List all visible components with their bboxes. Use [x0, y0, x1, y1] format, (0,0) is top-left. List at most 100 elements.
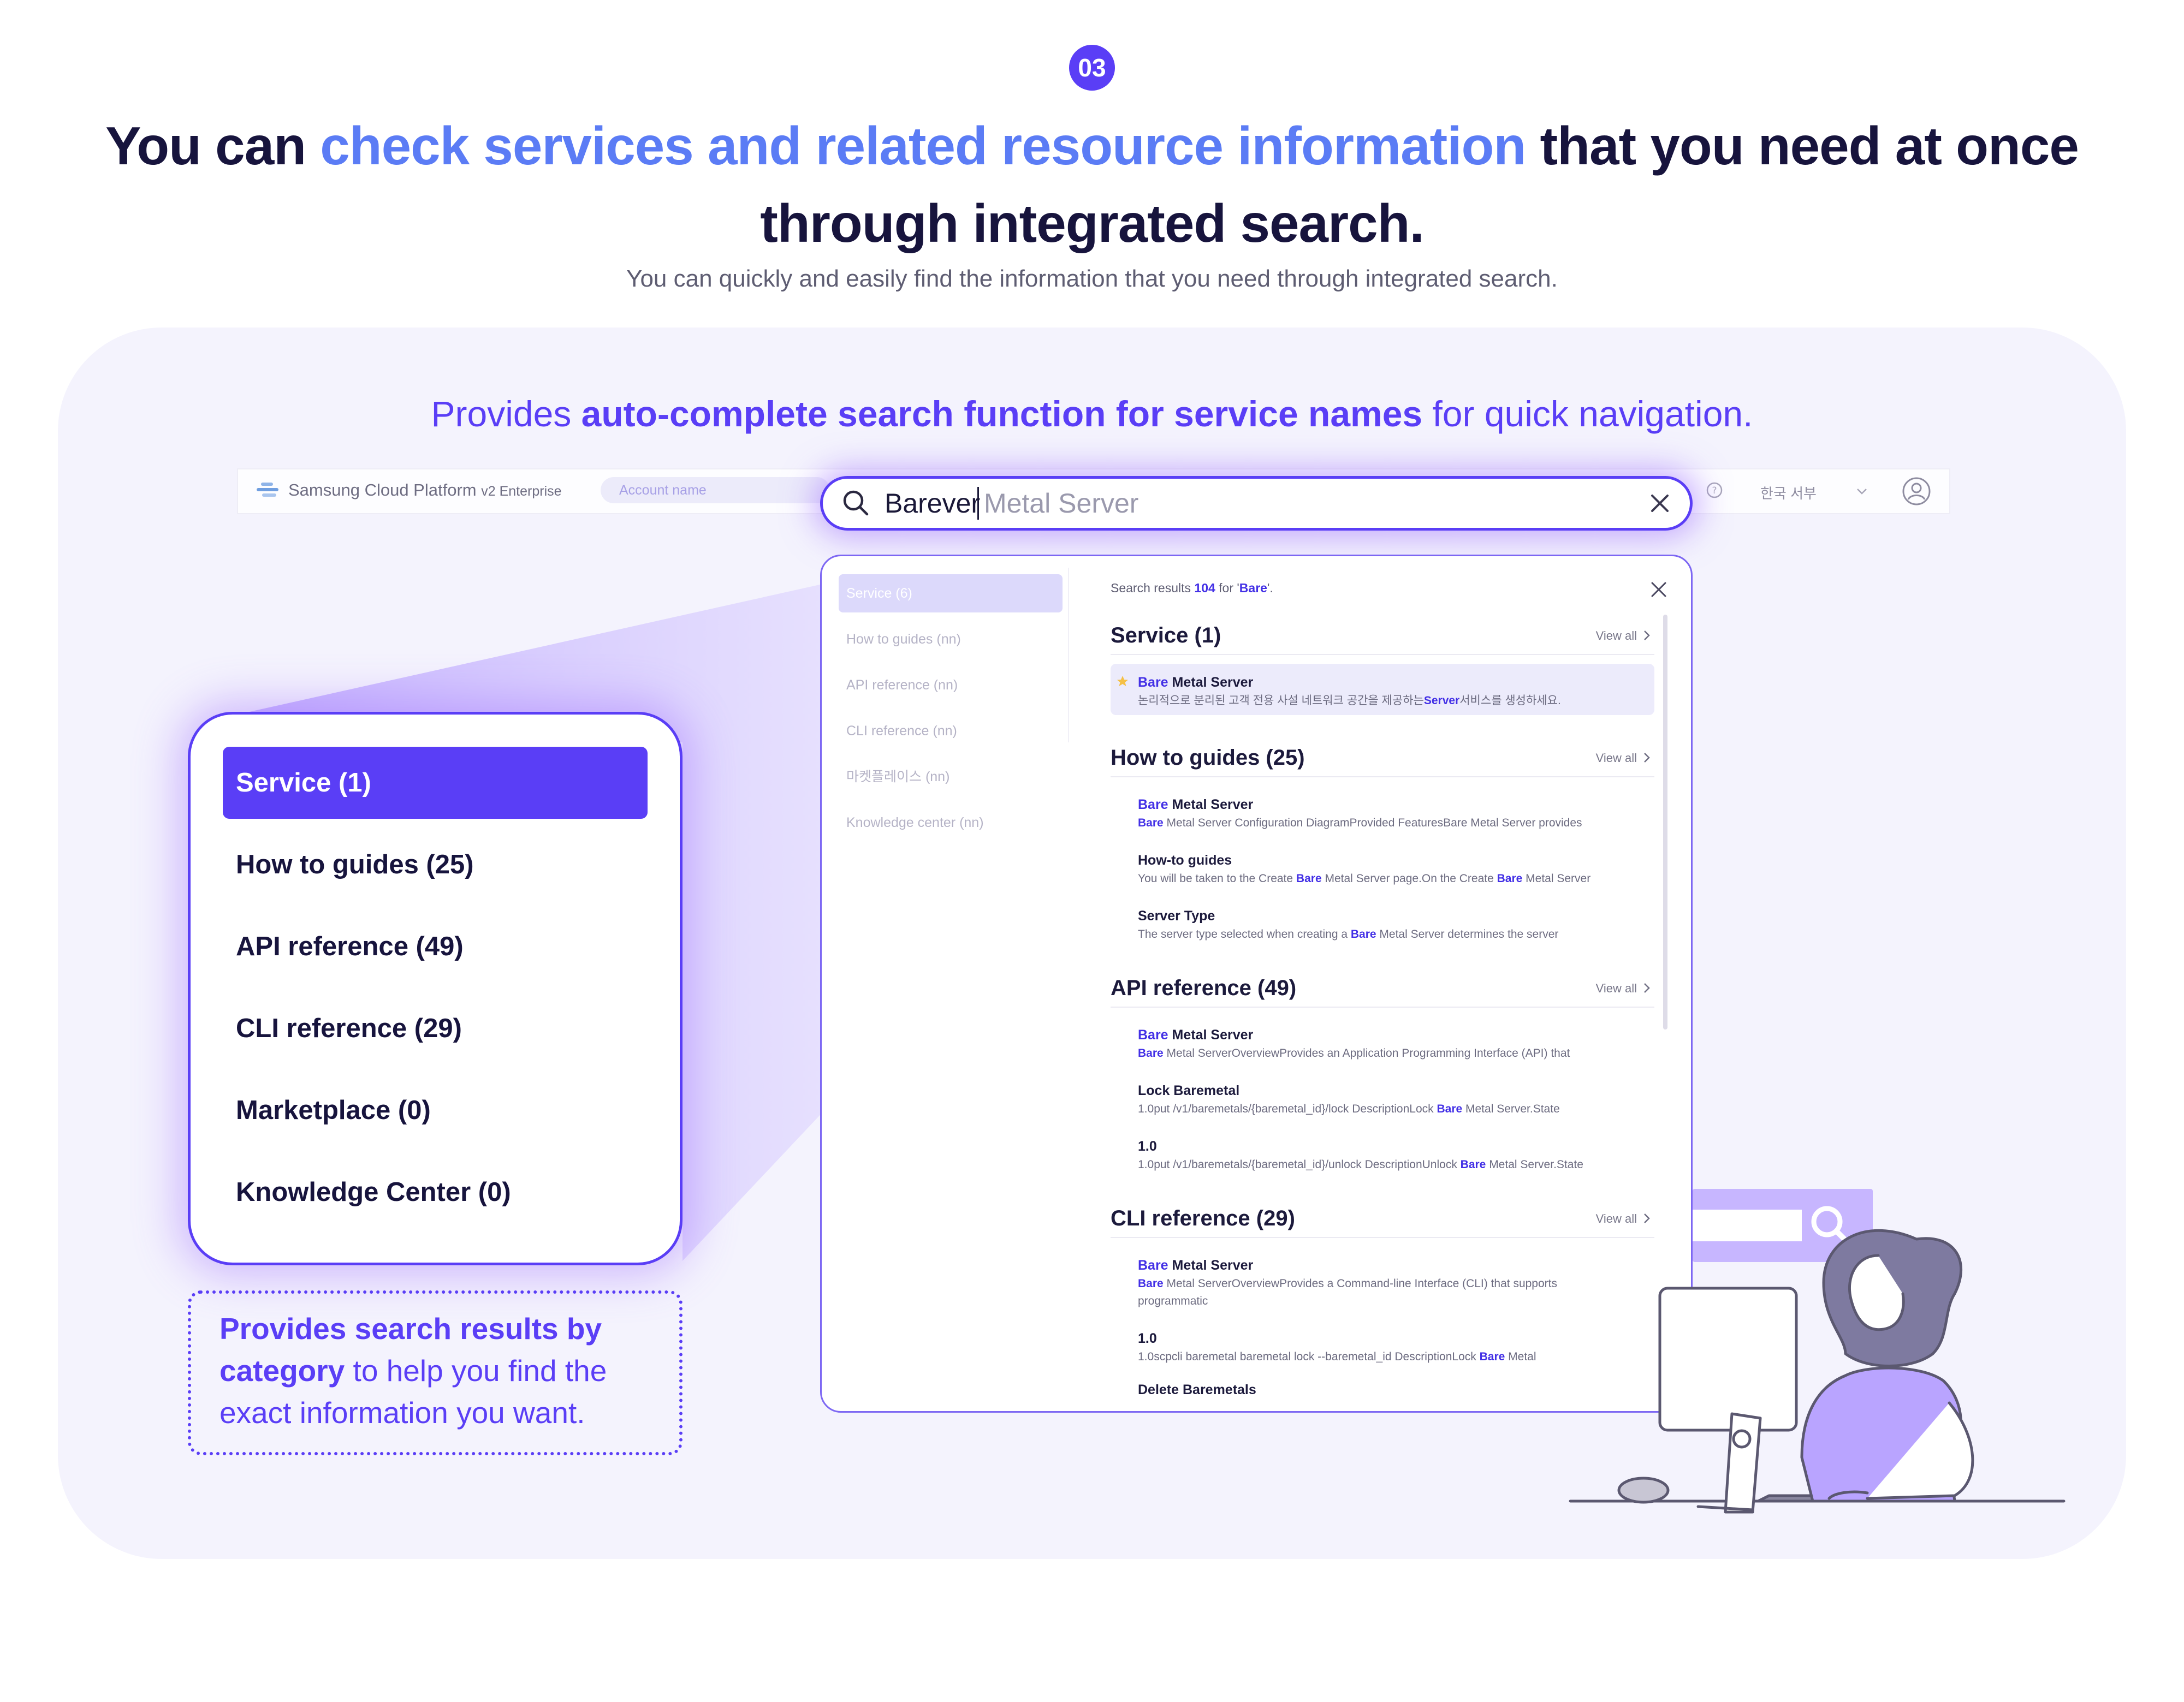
chevron-right-icon[interactable]	[1640, 749, 1654, 766]
global-search-bar[interactable]	[820, 476, 1693, 531]
match-term: Bare	[1138, 1258, 1168, 1273]
desc-text: Metal Server	[1522, 872, 1591, 885]
result-description: You will be taken to the Create Bare Met…	[1138, 870, 1657, 888]
result-title[interactable]: Delete Baremetals	[1138, 1382, 1256, 1397]
star-icon[interactable]	[1116, 675, 1129, 688]
result-description: Bare Metal Server Configuration DiagramP…	[1138, 814, 1657, 832]
autocomplete-suggestion[interactable]: Metal Server	[984, 488, 1139, 519]
result-description: 1.0scpcli baremetal baremetal lock --bar…	[1138, 1348, 1657, 1366]
chevron-right-icon[interactable]	[1640, 979, 1654, 997]
result-item[interactable]: 1.0 1.0put /v1/baremetals/{baremetal_id}…	[1138, 1136, 1657, 1174]
category-how-to-guides[interactable]: How to guides (25)	[236, 850, 474, 879]
logo-text[interactable]: Samsung Cloud Platform v2 Enterprise	[288, 480, 562, 500]
category-cli-reference[interactable]: CLI reference (29)	[236, 1014, 462, 1043]
result-highlight-row[interactable]	[1111, 664, 1654, 715]
summary-suffix: '.	[1267, 581, 1273, 595]
scrollbar-thumb[interactable]	[1663, 615, 1667, 1029]
subheadline: You can quickly and easily find the info…	[626, 265, 1558, 292]
result-title[interactable]: Server Type	[1138, 908, 1215, 924]
close-icon[interactable]	[1648, 579, 1670, 600]
side-category-guides[interactable]: How to guides (nn)	[846, 632, 961, 647]
result-title[interactable]: Bare Metal Server	[1138, 1025, 1657, 1045]
desc-text: Metal ServerOverviewProvides a Command-l…	[1163, 1277, 1557, 1290]
category-knowledge-center[interactable]: Knowledge Center (0)	[236, 1177, 511, 1207]
callout-rest: to help you find the exact information y…	[219, 1354, 607, 1430]
result-item[interactable]: Bare Metal Server Bare Metal Server Conf…	[1138, 795, 1657, 832]
result-item[interactable]: Bare Metal Server 논리적으로 분리된 고객 전용 사설 네트워…	[1138, 673, 1657, 710]
section-title: How to guides (25)	[1111, 746, 1305, 770]
match-term: Bare	[1437, 1103, 1463, 1115]
cloud-logo-icon	[257, 483, 278, 497]
result-item[interactable]: Lock Baremetal 1.0put /v1/baremetals/{ba…	[1138, 1081, 1657, 1118]
category-service[interactable]: Service (1)	[223, 747, 648, 819]
view-all-link[interactable]: View all	[1595, 629, 1637, 642]
step-badge: 03	[1069, 45, 1115, 91]
result-title[interactable]: How-to guides	[1138, 853, 1232, 868]
result-description: Bare Metal ServerOverviewProvides an App…	[1138, 1045, 1657, 1062]
headline: You can check services and related resou…	[82, 107, 2102, 262]
side-category-knowledge[interactable]: Knowledge center (nn)	[846, 815, 984, 830]
view-all-link[interactable]: View all	[1595, 1212, 1637, 1225]
section-title: Service (1)	[1111, 623, 1221, 647]
svg-text:?: ?	[1712, 485, 1717, 496]
side-category-cli[interactable]: CLI reference (nn)	[846, 723, 957, 739]
help-icon[interactable]: ?	[1706, 481, 1723, 499]
category-marketplace[interactable]: Marketplace (0)	[236, 1096, 431, 1125]
result-title[interactable]: Lock Baremetal	[1138, 1083, 1240, 1098]
result-item[interactable]: Bare Metal Server Bare Metal ServerOverv…	[1138, 1025, 1657, 1062]
result-item[interactable]: Bare Metal Server Bare Metal ServerOverv…	[1138, 1255, 1657, 1310]
desc-text: Metal ServerOverviewProvides an Applicat…	[1163, 1047, 1570, 1060]
caption-prefix: Provides	[431, 394, 581, 434]
desc-text: The server type selected when creating a	[1138, 928, 1351, 941]
match-term: Bare	[1296, 872, 1322, 885]
result-item[interactable]: How-to guides You will be taken to the C…	[1138, 850, 1657, 888]
result-description: 1.0put /v1/baremetals/{baremetal_id}/loc…	[1138, 1100, 1657, 1118]
result-title[interactable]: 1.0	[1138, 1331, 1157, 1346]
chevron-right-icon[interactable]	[1640, 627, 1654, 644]
logo-version: v2 Enterprise	[481, 484, 562, 499]
search-input[interactable]: Barever	[885, 488, 981, 519]
result-title[interactable]: Bare Metal Server	[1138, 795, 1657, 814]
result-title[interactable]: Bare Metal Server	[1138, 673, 1657, 692]
callout-bold: Provides search results by category	[219, 1312, 602, 1388]
search-icon	[843, 490, 869, 516]
desc-text: Metal	[1505, 1350, 1536, 1363]
match-term: Bare	[1138, 817, 1164, 829]
desc-text: programmatic	[1138, 1295, 1208, 1307]
desc-text: Metal Server.State	[1486, 1158, 1583, 1171]
view-all-link[interactable]: View all	[1595, 981, 1637, 995]
section-title: API reference (49)	[1111, 976, 1297, 1000]
person-at-computer-illustration	[1569, 1229, 2066, 1514]
desc-text: 1.0put /v1/baremetals/{baremetal_id}/loc…	[1138, 1103, 1437, 1115]
desc-text: 서비스를 생성하세요.	[1459, 694, 1561, 707]
title-text: Metal Server	[1168, 675, 1254, 690]
side-category-marketplace[interactable]: 마켓플레이스 (nn)	[846, 769, 950, 784]
side-category-api[interactable]: API reference (nn)	[846, 677, 958, 693]
desc-text: You will be taken to the Create	[1138, 872, 1296, 885]
result-item[interactable]: Server Type The server type selected whe…	[1138, 906, 1657, 943]
chevron-right-icon[interactable]	[1640, 1210, 1654, 1227]
results-category-nav: Service (6) How to guides (nn) API refer…	[839, 574, 1063, 849]
result-title[interactable]: Bare Metal Server	[1138, 1255, 1657, 1275]
section-header-service: Service (1) View all	[1111, 621, 1654, 655]
title-text: Metal Server	[1168, 1258, 1254, 1273]
result-description: The server type selected when creating a…	[1138, 926, 1657, 943]
result-item[interactable]: 1.0 1.0scpcli baremetal baremetal lock -…	[1138, 1329, 1657, 1366]
divider	[1068, 568, 1069, 742]
account-selector[interactable]: Account name	[601, 477, 830, 503]
result-title[interactable]: 1.0	[1138, 1139, 1157, 1154]
user-icon[interactable]	[1901, 476, 1932, 507]
view-all-link[interactable]: View all	[1595, 751, 1637, 765]
headline-highlight: check services and related resource info…	[320, 116, 1526, 176]
region-selector[interactable]: 한국 서부	[1760, 485, 1817, 502]
side-category-service[interactable]: Service (6)	[839, 574, 1063, 612]
category-api-reference[interactable]: API reference (49)	[236, 932, 464, 961]
close-icon[interactable]	[1647, 490, 1673, 516]
chevron-down-icon[interactable]	[1854, 484, 1870, 499]
desc-text: Metal Server determines the server	[1376, 928, 1559, 941]
match-term: Bare	[1460, 1158, 1486, 1171]
title-text: Metal Server	[1168, 1027, 1254, 1043]
result-item[interactable]: Delete Baremetals	[1138, 1380, 1657, 1400]
match-term: Server	[1423, 694, 1460, 707]
section-header-api: API reference (49) View all	[1111, 974, 1654, 1008]
